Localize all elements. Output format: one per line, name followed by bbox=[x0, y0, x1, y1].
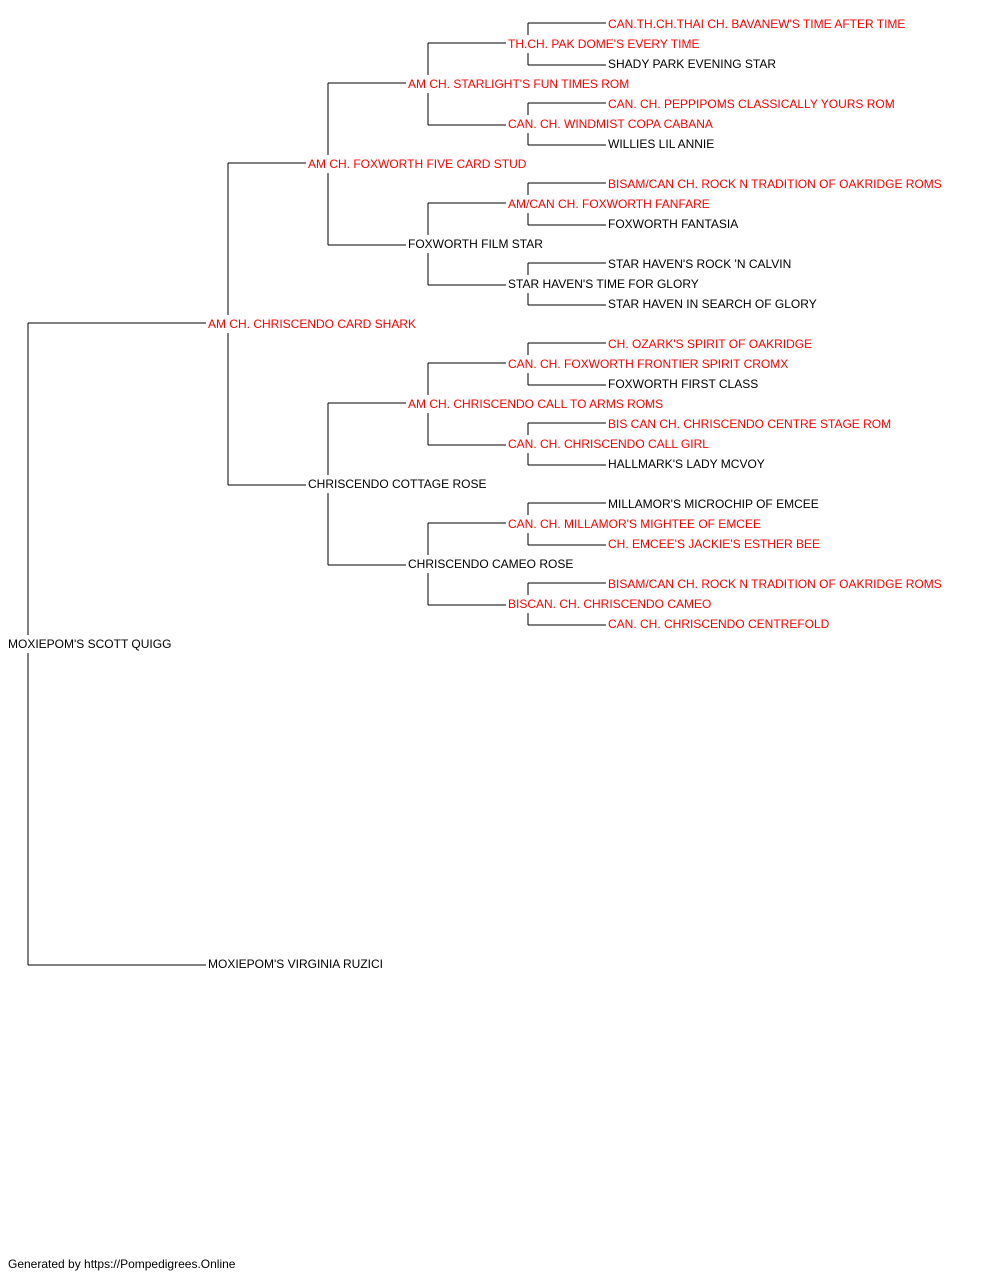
ancestor-name: MOXIEPOM'S VIRGINIA RUZICI bbox=[208, 957, 383, 971]
ancestor-name: CHRISCENDO CAMEO ROSE bbox=[408, 557, 574, 571]
ancestor-name: FOXWORTH FIRST CLASS bbox=[608, 377, 759, 391]
footer-credit: Generated by https://Pompedigrees.Online bbox=[8, 1257, 236, 1271]
ancestor-name: HALLMARK'S LADY MCVOY bbox=[608, 457, 765, 471]
ancestor-name: CAN.TH.CH.THAI CH. BAVANEW'S TIME AFTER … bbox=[608, 17, 906, 31]
ancestor-name: TH.CH. PAK DOME'S EVERY TIME bbox=[508, 37, 700, 51]
ancestor-name: AM CH. CHRISCENDO CARD SHARK bbox=[208, 317, 417, 331]
ancestor-name: CAN. CH. PEPPIPOMS CLASSICALLY YOURS ROM bbox=[608, 97, 895, 111]
ancestor-name: CAN. CH. WINDMIST COPA CABANA bbox=[508, 117, 713, 131]
ancestor-name: FOXWORTH FANTASIA bbox=[608, 217, 739, 231]
ancestor-name: CH. EMCEE'S JACKIE'S ESTHER BEE bbox=[608, 537, 820, 551]
ancestor-name: STAR HAVEN'S TIME FOR GLORY bbox=[508, 277, 699, 291]
ancestor-name: CHRISCENDO COTTAGE ROSE bbox=[308, 477, 487, 491]
ancestor-name: WILLIES LIL ANNIE bbox=[608, 137, 715, 151]
ancestor-name: CAN. CH. FOXWORTH FRONTIER SPIRIT CROMX bbox=[508, 357, 789, 371]
ancestor-name: CAN. CH. CHRISCENDO CALL GIRL bbox=[508, 437, 709, 451]
ancestor-name: BISAM/CAN CH. ROCK N TRADITION OF OAKRID… bbox=[608, 577, 942, 591]
subject-dog-name: MOXIEPOM'S SCOTT QUIGG bbox=[8, 637, 172, 651]
ancestor-name: CAN. CH. CHRISCENDO CENTREFOLD bbox=[608, 617, 830, 631]
ancestor-name: AM CH. STARLIGHT'S FUN TIMES ROM bbox=[408, 77, 630, 91]
ancestor-name: CAN. CH. MILLAMOR'S MIGHTEE OF EMCEE bbox=[508, 517, 761, 531]
ancestor-name: AM CH. CHRISCENDO CALL TO ARMS ROMS bbox=[408, 397, 664, 411]
ancestor-name: MILLAMOR'S MICROCHIP OF EMCEE bbox=[608, 497, 819, 511]
ancestor-name: BISCAN. CH. CHRISCENDO CAMEO bbox=[508, 597, 712, 611]
ancestor-name: STAR HAVEN IN SEARCH OF GLORY bbox=[608, 297, 817, 311]
ancestor-name: BIS CAN CH. CHRISCENDO CENTRE STAGE ROM bbox=[608, 417, 892, 431]
ancestor-name: FOXWORTH FILM STAR bbox=[408, 237, 543, 251]
ancestor-name: CH. OZARK'S SPIRIT OF OAKRIDGE bbox=[608, 337, 813, 351]
ancestor-name: SHADY PARK EVENING STAR bbox=[608, 57, 777, 71]
ancestor-name: BISAM/CAN CH. ROCK N TRADITION OF OAKRID… bbox=[608, 177, 942, 191]
ancestor-name: AM CH. FOXWORTH FIVE CARD STUD bbox=[308, 157, 527, 171]
ancestor-name: STAR HAVEN'S ROCK 'N CALVIN bbox=[608, 257, 792, 271]
ancestor-name: AM/CAN CH. FOXWORTH FANFARE bbox=[508, 197, 710, 211]
